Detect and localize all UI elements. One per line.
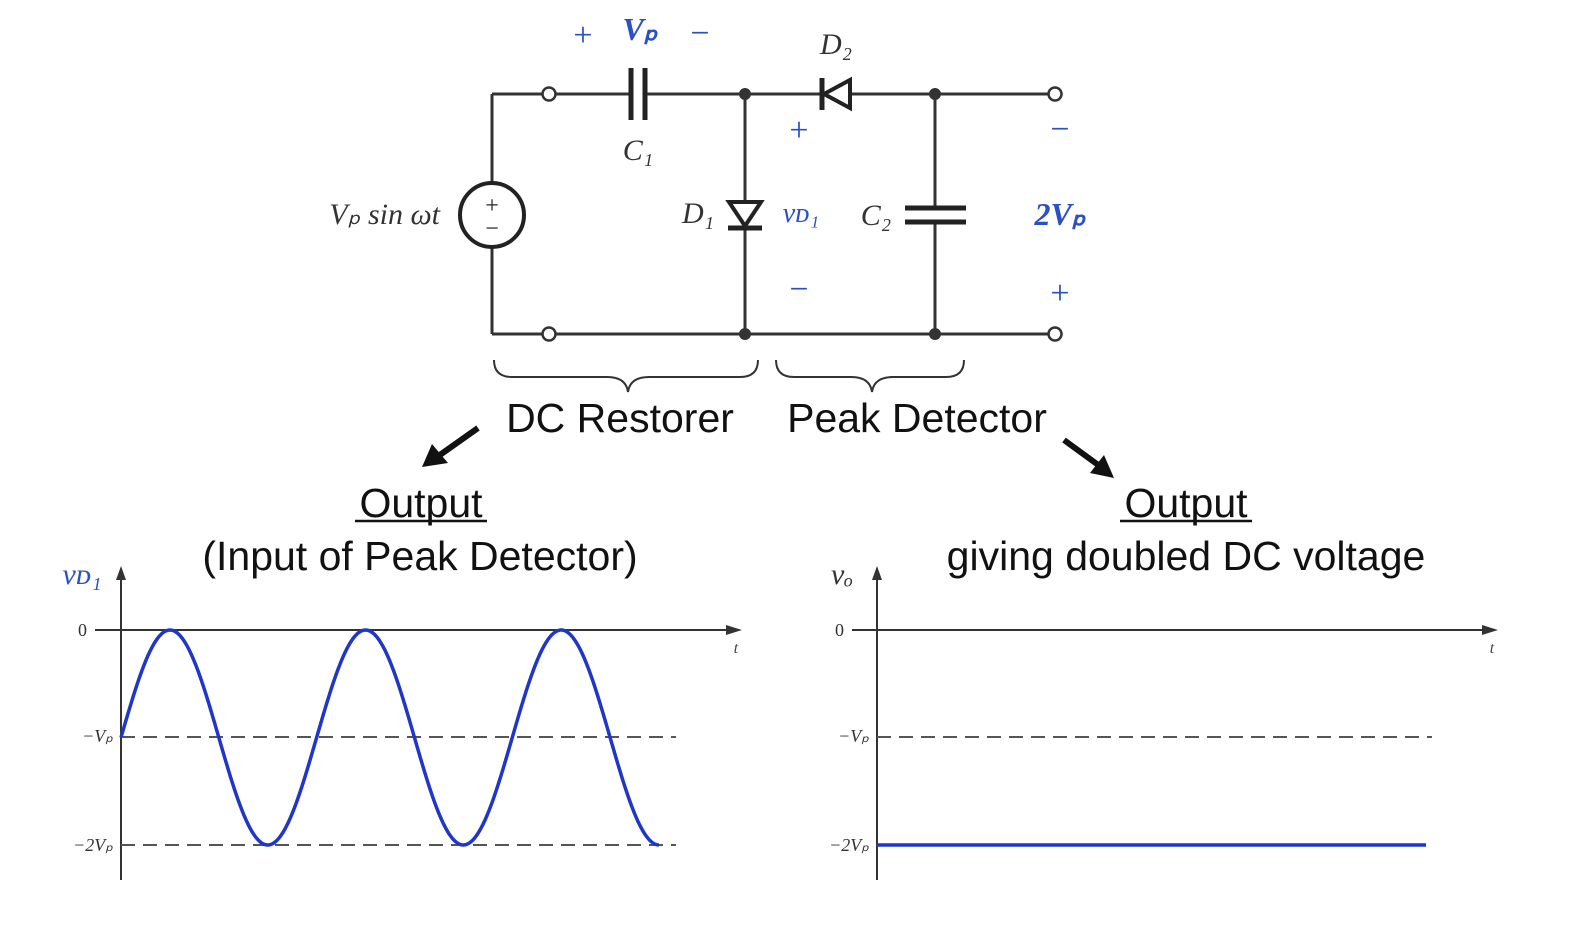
y-axis-label: vₒ	[831, 558, 853, 591]
terminal-out-bottom	[1047, 326, 1063, 342]
chart-vo: vₒ t 0 −Vₚ −2Vₚ	[829, 558, 1498, 880]
x-axis-arrowhead	[726, 625, 742, 635]
source-minus-sign: −	[485, 216, 499, 242]
out-label: 2Vₚ	[1033, 196, 1086, 232]
junction-nodes	[739, 88, 941, 340]
y-tick-label-1: −Vₚ	[82, 726, 113, 746]
x-axis-arrowhead	[1482, 625, 1498, 635]
ac-source: + −	[458, 181, 526, 249]
vp-label: Vₚ	[622, 11, 658, 47]
section-label-dc-restorer: DC Restorer	[506, 395, 734, 441]
left-output-title: Output	[359, 480, 483, 526]
y-tick-label-1: −Vₚ	[838, 726, 869, 746]
y-axis-label: vᴅ₁	[63, 558, 102, 591]
c1-label: C₁	[623, 134, 653, 167]
y-tick-label-2: −2Vₚ	[829, 835, 869, 855]
terminal-in-top	[541, 86, 557, 102]
y-axis-arrowhead	[116, 566, 126, 580]
y-axis-arrowhead	[872, 566, 882, 580]
vd1-label: vᴅ₁	[783, 198, 819, 229]
arrow-to-left-output	[422, 425, 480, 467]
out-bottom-sign: +	[1050, 275, 1069, 312]
source-label: Vₚ sin ωt	[329, 198, 440, 231]
circuit-schematic	[490, 92, 1049, 336]
vd1-plus-sign: +	[789, 112, 808, 149]
terminal-out-top	[1047, 86, 1063, 102]
source-plus-sign: +	[485, 193, 499, 219]
terminals	[541, 86, 1063, 342]
brace-dc-restorer	[493, 359, 759, 393]
y-tick-label-2: −2Vₚ	[73, 835, 113, 855]
left-output-subtitle: (Input of Peak Detector)	[202, 533, 637, 579]
vd1-waveform	[119, 628, 660, 847]
vp-minus-sign: −	[690, 15, 709, 52]
chart-vd1: vᴅ₁ t 0 −Vₚ −2Vₚ	[63, 558, 742, 880]
brace-peak-detector	[775, 359, 965, 393]
x-axis-label: t	[1490, 640, 1495, 657]
terminal-in-bottom	[541, 326, 557, 342]
x-axis-label: t	[734, 640, 739, 657]
diode-d1	[725, 200, 765, 231]
capacitor-c2	[905, 205, 966, 225]
y-tick-label-0: 0	[835, 620, 844, 640]
right-output-subtitle: giving doubled DC voltage	[947, 533, 1426, 579]
y-tick-label-0: 0	[78, 620, 87, 640]
out-top-sign: −	[1050, 111, 1069, 148]
d2-label: D₂	[819, 28, 852, 61]
capacitor-c1	[628, 68, 648, 120]
diode-d2	[819, 76, 852, 112]
right-output-title: Output	[1124, 480, 1248, 526]
arrow-to-right-output	[1062, 437, 1114, 478]
section-label-peak-detector: Peak Detector	[787, 395, 1047, 441]
vd1-minus-sign: −	[789, 271, 808, 308]
c2-label: C₂	[861, 199, 891, 232]
d1-label: D₁	[681, 197, 714, 230]
vp-plus-sign: +	[573, 17, 592, 54]
